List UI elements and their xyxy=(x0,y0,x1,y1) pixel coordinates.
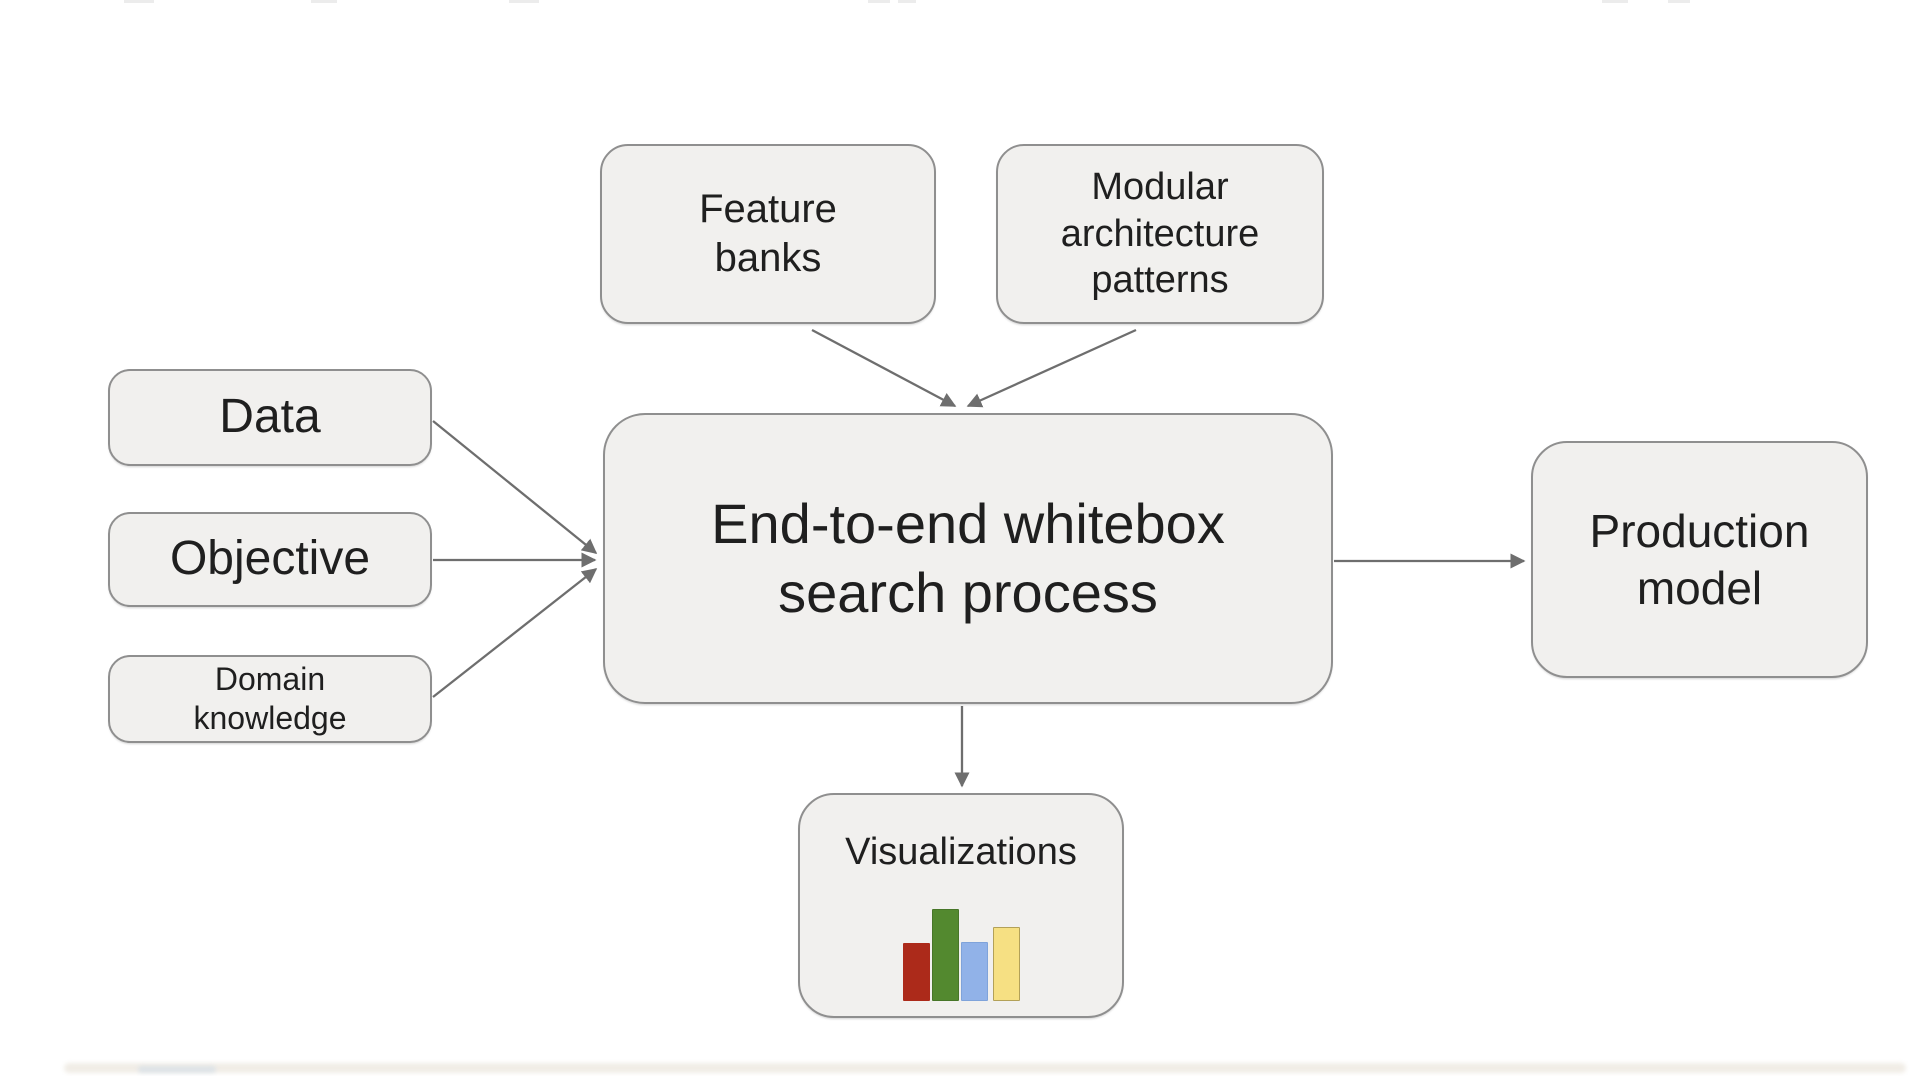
node-objective: Objective xyxy=(108,512,432,607)
top-edge-artifact xyxy=(898,0,916,3)
node-visualizations: Visualizations xyxy=(798,793,1124,1018)
red-bar xyxy=(902,943,930,1002)
arrow-modular-to-search xyxy=(966,328,1137,408)
yellow-bar xyxy=(992,927,1020,1002)
node-domain-knowledge: Domain knowledge xyxy=(108,655,432,743)
arrow-feature-banks-to-search xyxy=(811,328,957,408)
blue-bar xyxy=(960,942,988,1002)
top-edge-artifact xyxy=(509,0,539,3)
top-edge-artifact xyxy=(311,0,337,3)
top-edge-artifact xyxy=(1668,0,1690,3)
node-modular-architecture-patterns: Modular architecture patterns xyxy=(996,144,1324,324)
top-edge-artifact xyxy=(868,0,890,3)
node-production-model: Production model xyxy=(1531,441,1868,678)
arrow-domain-to-search xyxy=(432,568,598,698)
bottom-edge-artifact xyxy=(64,1063,1906,1073)
node-feature-banks: Feature banks xyxy=(600,144,936,324)
arrow-data-to-search xyxy=(432,420,598,554)
bottom-edge-smudge xyxy=(138,1066,216,1073)
node-data: Data xyxy=(108,369,432,466)
green-bar xyxy=(931,909,959,1002)
bar-chart-icon xyxy=(902,907,1020,1002)
top-edge-artifact xyxy=(124,0,154,3)
visualizations-label: Visualizations xyxy=(845,831,1077,873)
node-search-process: End-to-end whitebox search process xyxy=(603,413,1333,704)
top-edge-artifact xyxy=(1602,0,1628,3)
